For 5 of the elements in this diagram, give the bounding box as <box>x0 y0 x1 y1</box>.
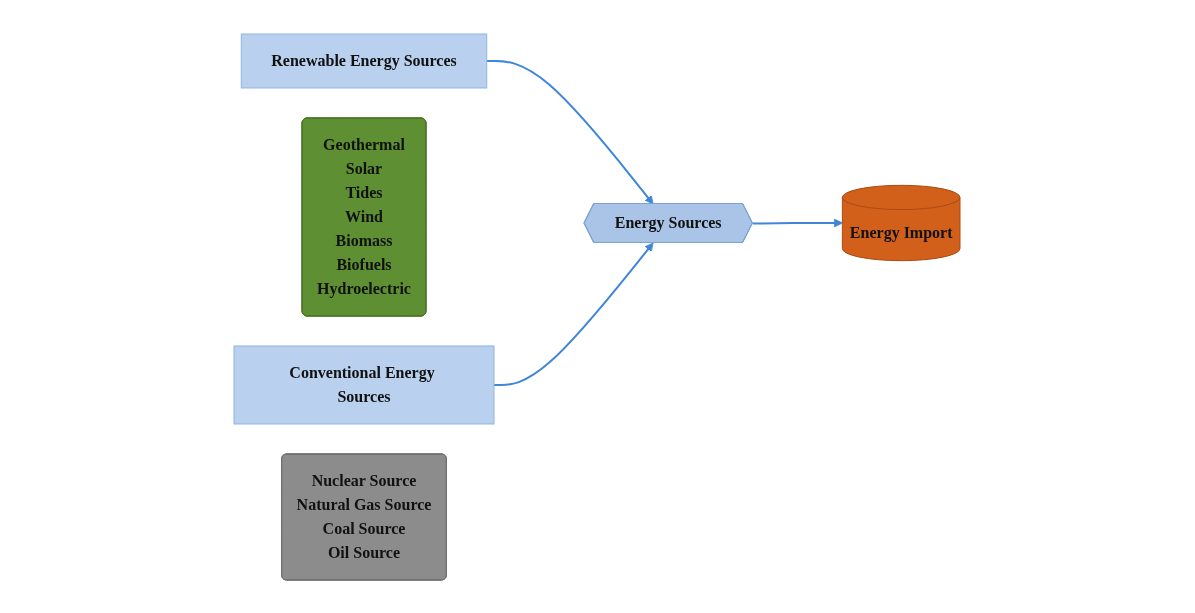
arrow <box>493 242 654 386</box>
arrow <box>486 59 654 204</box>
arrow <box>752 218 844 227</box>
node-box: Renewable Energy Sources <box>241 33 488 88</box>
node-box: Conventional Energy Sources <box>234 345 495 424</box>
